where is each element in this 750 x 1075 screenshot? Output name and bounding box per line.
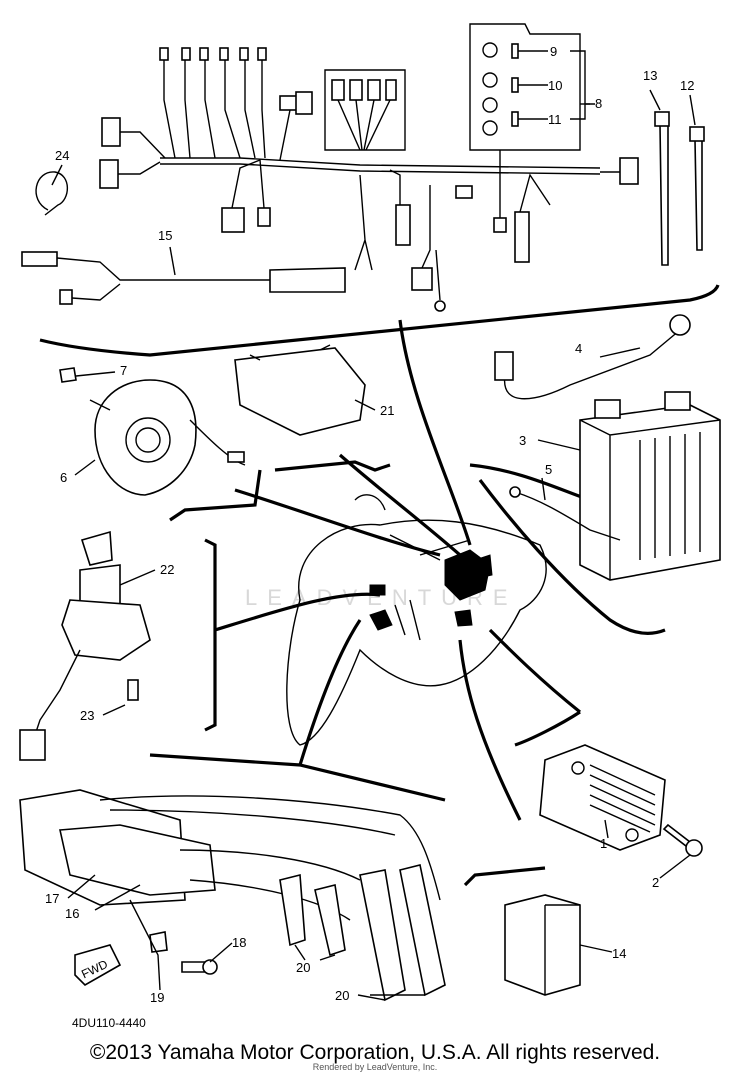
rendered-by-text: Rendered by LeadVenture, Inc. xyxy=(312,1062,438,1072)
callout-5: 5 xyxy=(545,462,552,477)
callout-23: 23 xyxy=(80,708,94,723)
igniter-unit xyxy=(234,344,366,436)
cable-tie xyxy=(659,124,669,266)
harness-group-bracket xyxy=(39,284,720,357)
connector xyxy=(101,117,121,147)
callout-8: 8 xyxy=(595,96,602,111)
battery-group xyxy=(494,314,721,581)
leader-lines xyxy=(149,319,666,887)
ignition-coils: FWD xyxy=(19,789,446,1002)
callout-21: 21 xyxy=(380,403,394,418)
fuse-box xyxy=(469,23,581,151)
callout-6: 6 xyxy=(60,470,67,485)
callout-20a: 20 xyxy=(296,960,310,975)
cable-tie xyxy=(694,139,703,251)
callout-17: 17 xyxy=(45,891,59,906)
wire-harness-group xyxy=(21,23,720,357)
callout-numbers: 1 2 3 4 5 6 7 8 9 10 11 12 13 14 15 16 1… xyxy=(45,44,694,1005)
callout-18: 18 xyxy=(232,935,246,950)
copyright-text: ©2013 Yamaha Motor Corporation, U.S.A. A… xyxy=(89,1041,661,1064)
callout-2: 2 xyxy=(652,875,659,890)
callout-1: 1 xyxy=(600,836,607,851)
callout-16: 16 xyxy=(65,906,79,921)
callout-24: 24 xyxy=(55,148,69,163)
ignition-switch xyxy=(19,530,151,761)
callout-9: 9 xyxy=(550,44,557,59)
part-code: 4DU110-4440 xyxy=(72,1016,146,1030)
horn xyxy=(59,367,246,496)
callout-12: 12 xyxy=(680,78,694,93)
callout-15: 15 xyxy=(158,228,172,243)
rectifier-regulator xyxy=(539,744,703,857)
callout-7: 7 xyxy=(120,363,127,378)
wire-clamp xyxy=(35,171,69,216)
relay xyxy=(504,894,581,996)
callout-19: 19 xyxy=(150,990,164,1005)
callout-13: 13 xyxy=(643,68,657,83)
callout-14: 14 xyxy=(612,946,626,961)
callout-10: 10 xyxy=(548,78,562,93)
fwd-arrow-icon xyxy=(74,944,122,986)
callout-leaders xyxy=(51,50,696,1001)
callout-20b: 20 xyxy=(335,988,349,1003)
callout-11: 11 xyxy=(548,112,562,127)
motorcycle-silhouette xyxy=(286,494,547,746)
callout-3: 3 xyxy=(519,433,526,448)
callout-22: 22 xyxy=(160,562,174,577)
connector xyxy=(99,159,119,189)
callout-4: 4 xyxy=(575,341,582,356)
